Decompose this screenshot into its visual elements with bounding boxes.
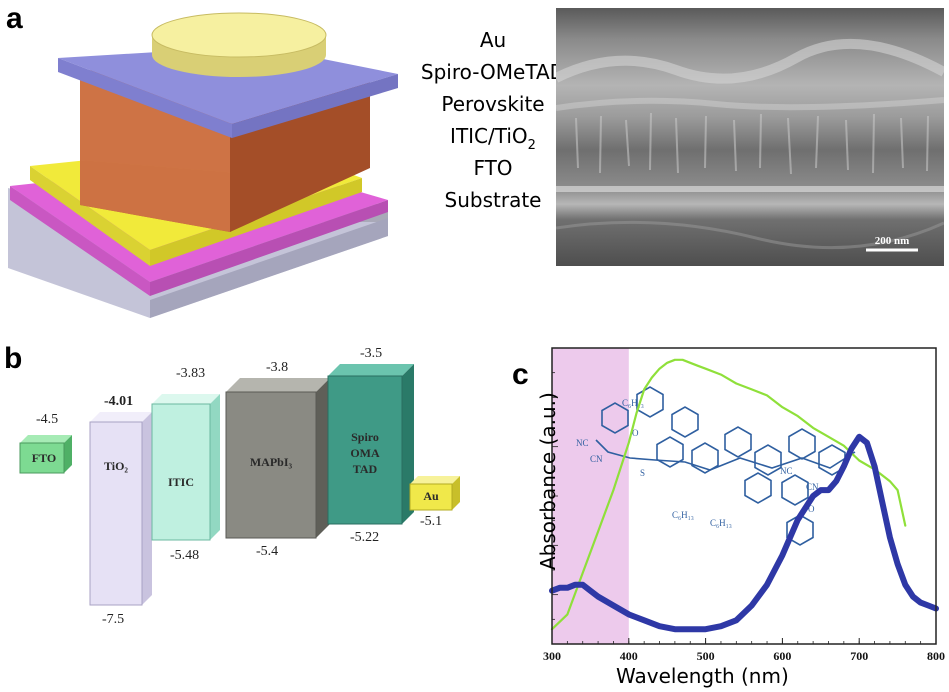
tio2-name: TiO₂ xyxy=(103,459,129,473)
molecule-label: S xyxy=(640,468,645,478)
layer-label: FTO xyxy=(473,156,513,180)
au-name: Au xyxy=(423,489,439,503)
fto-name: FTO xyxy=(31,451,57,465)
molecule-ring xyxy=(601,402,629,434)
molecule-label: NC xyxy=(780,466,793,476)
layer-label: Perovskite xyxy=(441,92,545,116)
highlight-region xyxy=(552,348,629,644)
layer-label: Spiro-OMeTAD xyxy=(420,60,566,84)
device-schematic xyxy=(8,12,398,318)
scale-bar-label: 200 nm xyxy=(875,235,910,247)
au-level-bottom: -5.1 xyxy=(420,514,443,529)
spiro-name-line: TAD xyxy=(352,462,378,476)
molecule-label: C₆H₁₃ xyxy=(710,518,732,528)
layer-label: Au xyxy=(479,28,507,52)
x-tick-label: 300 xyxy=(543,649,561,663)
x-axis-label: Wavelength (nm) xyxy=(616,664,789,688)
tio2-block xyxy=(89,412,152,606)
x-ticks: 300 400 500 600 700 800 xyxy=(543,638,945,663)
mapbi3-level-top: -3.8 xyxy=(266,360,289,375)
molecule-ring xyxy=(754,444,782,476)
layer-stack-legend: Au Spiro-OMeTAD Perovskite ITIC/TiO2 FTO… xyxy=(398,28,588,218)
molecule-ring xyxy=(786,514,814,546)
series-layer xyxy=(549,358,939,633)
x-tick-label: 700 xyxy=(850,649,868,663)
spiro-block xyxy=(327,364,414,525)
molecule-label: C₆H₁₃ xyxy=(622,398,644,408)
molecule-label: C₆H₁₃ xyxy=(672,510,694,520)
itic-level-bottom: -5.48 xyxy=(170,548,200,563)
molecule-ring xyxy=(818,444,846,476)
sem-image: 200 nm xyxy=(556,8,944,266)
molecule-ring xyxy=(781,474,809,506)
molecule-ring xyxy=(724,426,752,458)
fto-block xyxy=(19,435,72,474)
fto-level-top: -4.5 xyxy=(36,412,59,427)
panel-label-a: a xyxy=(6,2,23,35)
absorbance-series xyxy=(549,433,939,633)
y-axis-label: Absorbance (a.u.) xyxy=(536,392,560,570)
spiro-level-bottom: -5.22 xyxy=(350,530,380,545)
molecule-ring xyxy=(788,428,816,460)
x-tick-label: 800 xyxy=(927,649,945,663)
spiro-level-top: -3.5 xyxy=(360,346,383,361)
panel-label-c: c xyxy=(512,358,529,391)
spiro-name-line: OMA xyxy=(350,446,380,460)
molecule-backbone xyxy=(595,439,856,471)
y-ticks xyxy=(552,347,558,645)
panel-label-b: b xyxy=(4,342,23,375)
mapbi3-block xyxy=(225,378,330,539)
energy-level-diagram xyxy=(19,364,460,606)
itic-level-top: -3.83 xyxy=(176,366,206,381)
layer-label-subscript: 2 xyxy=(527,138,536,153)
molecule-ring xyxy=(656,436,684,468)
molecule-ring xyxy=(691,442,719,474)
molecule-label: NC xyxy=(576,438,589,448)
mapbi3-level-bottom: -5.4 xyxy=(256,544,279,559)
tio2-level-bottom: -7.5 xyxy=(102,612,125,627)
molecule-ring xyxy=(744,472,772,504)
perovskite-grains xyxy=(575,112,929,175)
solar-spectrum-series xyxy=(550,358,907,631)
itic-name: ITIC xyxy=(167,475,194,489)
spiro-name-line: Spiro xyxy=(351,430,379,444)
au-electrode xyxy=(151,12,327,58)
au-block xyxy=(409,476,460,511)
layer-label: ITIC/TiO2 xyxy=(398,124,588,153)
layer-label: Substrate xyxy=(444,188,542,212)
x-tick-label: 600 xyxy=(773,649,791,663)
itic-block xyxy=(151,394,220,541)
molecule-label: CN xyxy=(806,482,819,492)
layer-label-text: ITIC/TiO xyxy=(450,124,528,148)
x-tick-label: 400 xyxy=(620,649,638,663)
tio2-level-top: -4.01 xyxy=(104,394,134,409)
molecule-label: O xyxy=(808,504,815,514)
molecule-ring xyxy=(636,386,664,418)
molecule-label: O xyxy=(632,428,639,438)
molecule-label: CN xyxy=(590,454,603,464)
mapbi3-name: MAPbI₃ xyxy=(249,455,293,469)
molecule-ring xyxy=(671,406,699,438)
x-tick-label: 500 xyxy=(697,649,715,663)
